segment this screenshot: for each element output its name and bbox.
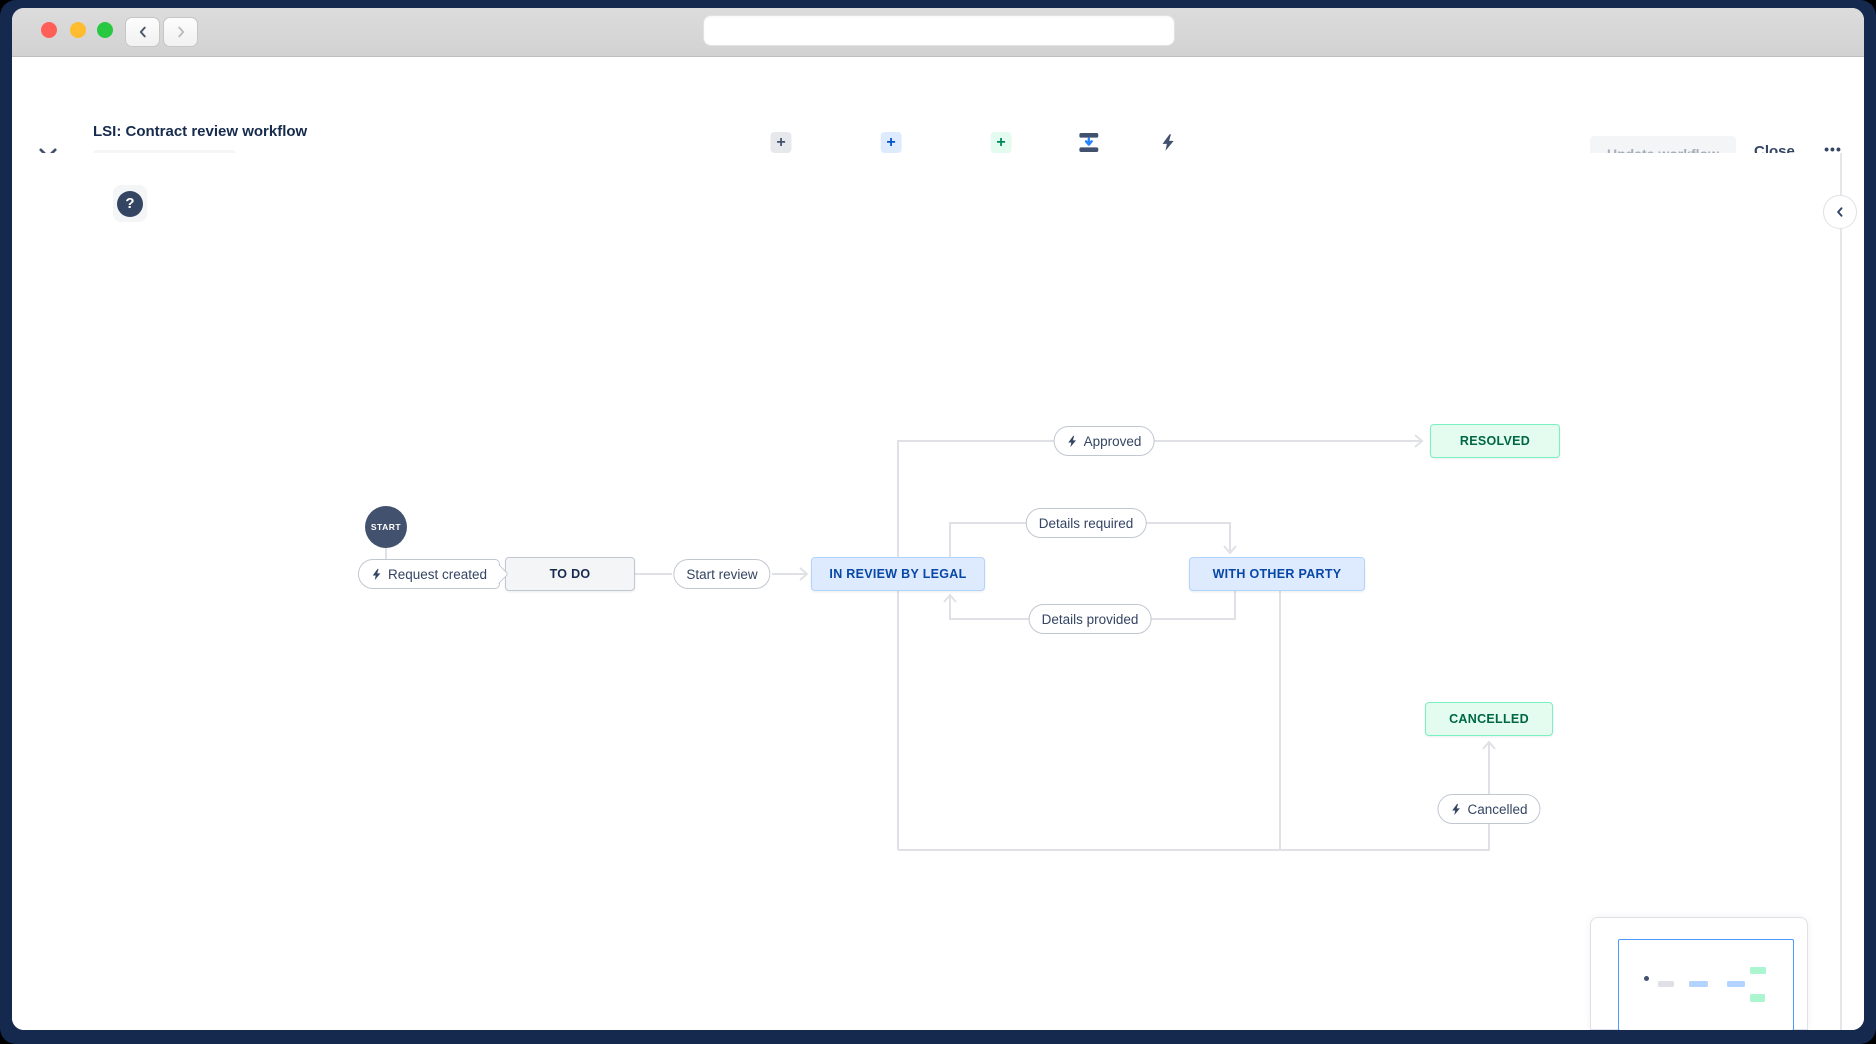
transition-label: Cancelled <box>1467 801 1528 817</box>
lightning-icon <box>1450 803 1461 816</box>
transition-label: Request created <box>387 566 488 582</box>
editor-header: LSI: Contract review workflow Used in 1 … <box>12 57 1864 203</box>
minimap[interactable] <box>1590 917 1808 1030</box>
transition-icon <box>1079 132 1100 153</box>
minimap-inprogress-bar <box>1727 981 1745 987</box>
plus-icon: + <box>990 132 1012 153</box>
traffic-light-zoom-icon[interactable] <box>97 22 113 38</box>
plus-icon: + <box>880 132 902 153</box>
minimap-start-dot <box>1644 976 1649 981</box>
transition-label: Details required <box>1038 515 1134 531</box>
chevron-right-icon <box>177 26 184 38</box>
transition-cancelled[interactable]: Cancelled <box>1437 794 1541 824</box>
minimap-todo-bar <box>1658 981 1674 987</box>
chevron-left-icon <box>139 26 146 38</box>
help-button[interactable]: ? <box>113 185 147 222</box>
traffic-light-minimize-icon[interactable] <box>70 22 86 38</box>
question-icon: ? <box>117 190 143 217</box>
forward-button[interactable] <box>163 17 198 47</box>
transition-request-created[interactable]: Request created <box>357 559 501 589</box>
status-node-cancelled[interactable]: CANCELLED <box>1425 702 1553 736</box>
back-button[interactable] <box>125 17 160 47</box>
minimap-done-bar <box>1750 994 1765 1002</box>
start-node[interactable]: START <box>365 506 407 548</box>
transition-start-review[interactable]: Start review <box>673 559 771 589</box>
address-bar[interactable] <box>703 15 1175 46</box>
collapse-panel-button[interactable] <box>1823 195 1857 229</box>
status-node-with-other-party[interactable]: WITH OTHER PARTY <box>1189 557 1365 591</box>
transition-details-provided[interactable]: Details provided <box>1028 604 1152 634</box>
transition-label: Details provided <box>1041 611 1139 627</box>
transition-label: Start review <box>686 566 758 582</box>
workflow-title: LSI: Contract review workflow <box>93 123 308 140</box>
transition-approved[interactable]: Approved <box>1053 426 1155 456</box>
minimap-inprogress-bar <box>1689 981 1708 987</box>
lightning-icon <box>371 568 382 581</box>
lightning-icon <box>1157 132 1178 153</box>
status-node-in-review-by-legal[interactable]: IN REVIEW BY LEGAL <box>811 557 985 591</box>
titlebar <box>12 8 1864 57</box>
minimap-done-bar <box>1750 967 1766 974</box>
traffic-light-close-icon[interactable] <box>41 22 57 38</box>
lightning-icon <box>1067 435 1078 448</box>
plus-icon: + <box>770 132 792 153</box>
app-window: LSI: Contract review workflow Used in 1 … <box>12 8 1864 1030</box>
workflow-canvas[interactable]: ? <box>12 153 1864 1030</box>
workflow-connectors <box>385 434 1496 851</box>
transition-label: Approved <box>1083 433 1142 449</box>
panel-divider <box>1840 153 1842 1030</box>
transition-details-required[interactable]: Details required <box>1025 508 1147 538</box>
status-node-to-do[interactable]: TO DO <box>505 557 635 591</box>
minimap-viewport[interactable] <box>1618 939 1794 1030</box>
chevron-left-icon <box>1837 207 1843 217</box>
status-node-resolved[interactable]: RESOLVED <box>1430 424 1560 458</box>
